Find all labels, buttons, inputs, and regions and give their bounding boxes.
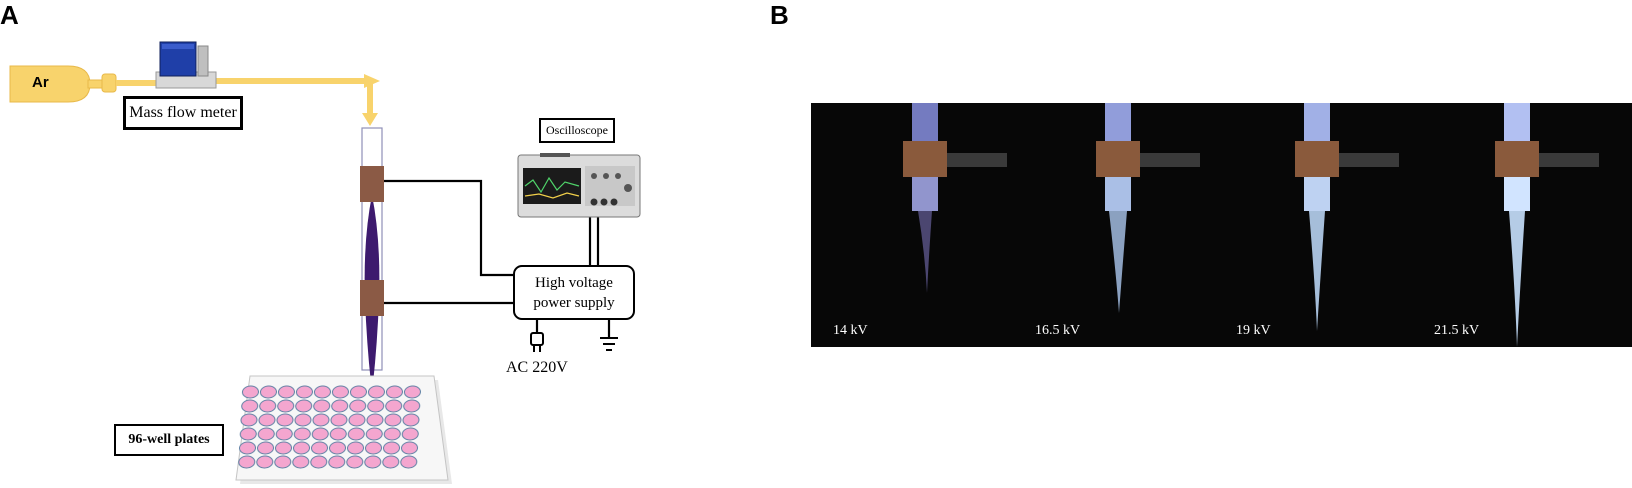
plasma-jet-photos: 14 kV 16.5 kV 19 kV 21.5 kV xyxy=(811,103,1632,347)
photo-frame-14kv: 14 kV xyxy=(811,103,1016,347)
gas-tube xyxy=(116,78,373,118)
argon-label: Ar xyxy=(32,74,49,91)
voltage-label: 16.5 kV xyxy=(1035,323,1081,338)
plasma-jet-photo xyxy=(1495,103,1599,347)
power-supply-line1: High voltage xyxy=(535,274,613,291)
plasma-jet-photo xyxy=(903,103,1007,293)
voltage-label: 19 kV xyxy=(1236,323,1271,338)
photo-frame-21-5kv: 21.5 kV xyxy=(1426,103,1631,347)
voltage-label: 14 kV xyxy=(833,323,868,338)
plasma-jet-photo xyxy=(1096,103,1200,313)
oscilloscope-label: Oscilloscope xyxy=(539,118,615,143)
voltage-label: 21.5 kV xyxy=(1434,323,1480,338)
jet-tube xyxy=(360,127,384,392)
photo-frame-16-5kv: 16.5 kV xyxy=(1016,103,1221,347)
panel-b-letter: B xyxy=(770,0,789,30)
power-supply-box: High voltage power supply xyxy=(513,265,635,320)
flow-arrow-right xyxy=(364,74,380,88)
oscilloscope-device xyxy=(517,153,641,218)
well-plate-label: 96-well plates xyxy=(114,424,224,456)
lower-electrode xyxy=(360,280,384,316)
setup-diagram xyxy=(9,41,641,484)
mass-flow-meter-label: Mass flow meter xyxy=(123,96,243,130)
upper-electrode xyxy=(360,166,384,202)
power-supply-line2: power supply xyxy=(533,294,615,311)
argon-cylinder xyxy=(9,65,117,103)
photo-frame-19kv: 19 kV xyxy=(1221,103,1426,347)
wires xyxy=(384,179,611,337)
well-plate xyxy=(235,375,452,484)
ground-icon xyxy=(600,337,618,351)
flow-arrow-down xyxy=(362,113,378,126)
panel-a-letter: A xyxy=(0,0,19,30)
plasma-jet-photo xyxy=(1295,103,1399,331)
mass-flow-meter-device xyxy=(155,41,217,89)
ac-plug-icon xyxy=(530,332,544,352)
ac-voltage-label: AC 220V xyxy=(506,359,568,376)
